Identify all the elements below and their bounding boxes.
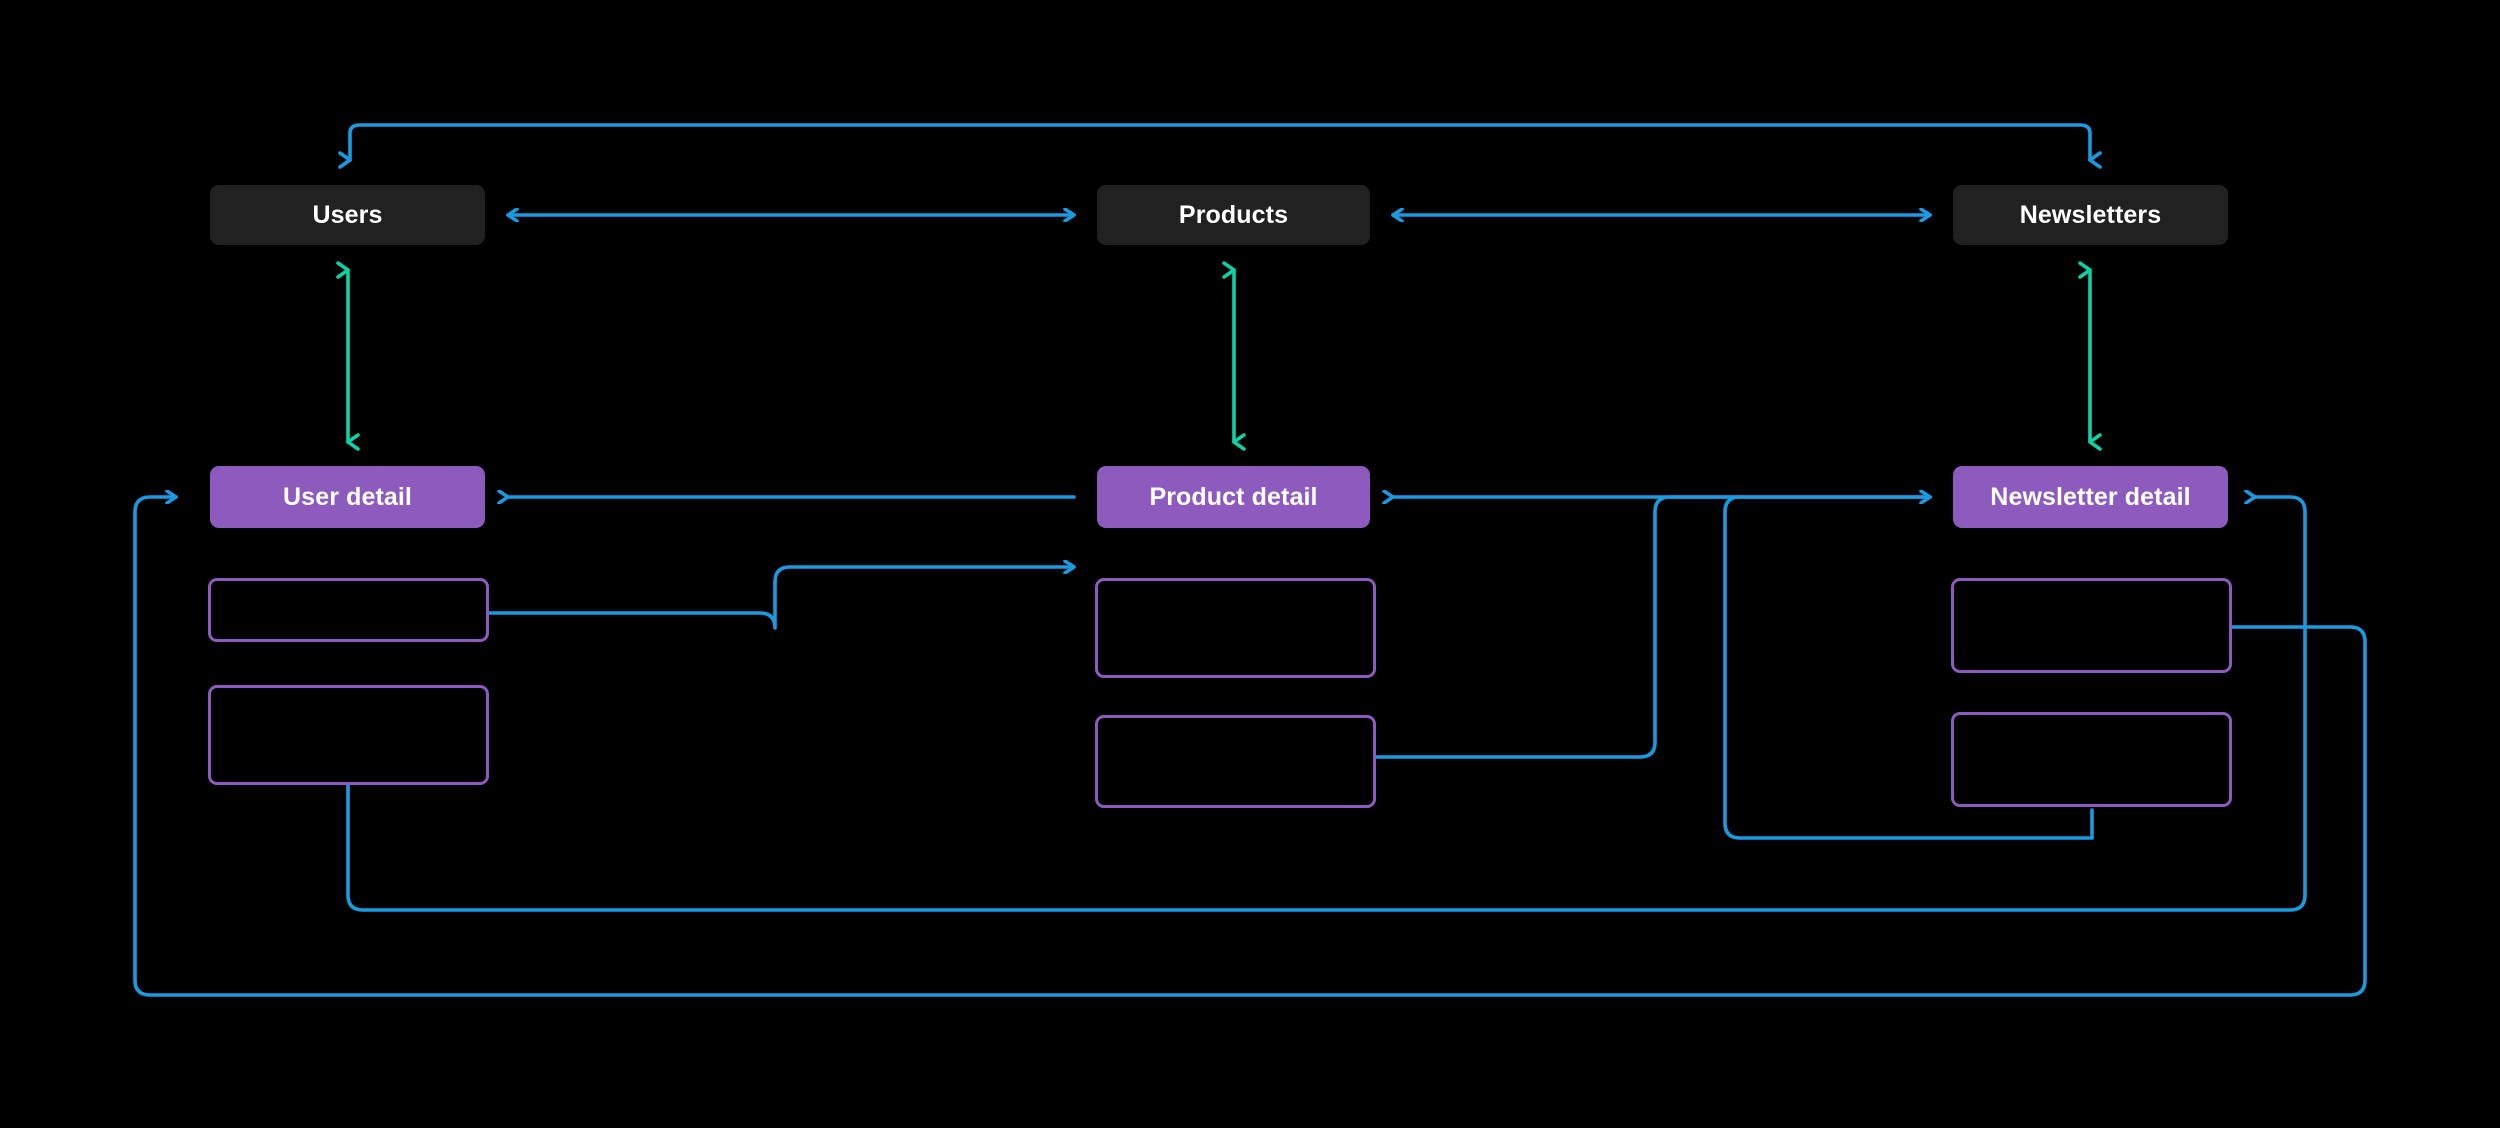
node-newsletter-detail-label: Newsletter detail (1990, 482, 2191, 511)
edge-users-newsletters-top (338, 123, 2102, 169)
node-product-detail[interactable]: Product detail (1097, 466, 1370, 528)
node-product-detail-label: Product detail (1149, 482, 1318, 511)
edge-newsletterdetail-inner-down-loop (1723, 495, 2094, 840)
user-detail-subbox-2[interactable] (208, 685, 489, 785)
edge-newsletterdetail-sub1-to-userdetail-loop (133, 497, 2367, 997)
node-products[interactable]: Products (1097, 185, 1370, 245)
edge-productdetail-sub2-to-newsletterdetail (1374, 497, 1932, 759)
node-newsletters-label: Newsletters (2019, 200, 2162, 229)
product-detail-subbox-2[interactable] (1095, 715, 1376, 808)
node-newsletters[interactable]: Newsletters (1953, 185, 2228, 245)
newsletter-detail-subbox-2[interactable] (1951, 712, 2232, 807)
node-user-detail[interactable]: User detail (210, 466, 485, 528)
node-user-detail-label: User detail (283, 482, 412, 511)
node-users[interactable]: Users (210, 185, 485, 245)
user-detail-subbox-1[interactable] (208, 578, 489, 642)
product-detail-subbox-1[interactable] (1095, 578, 1376, 678)
node-newsletter-detail[interactable]: Newsletter detail (1953, 466, 2228, 528)
node-users-label: Users (312, 200, 383, 229)
edge-userdetail-sub1-to-productdetail (487, 567, 1076, 630)
node-products-label: Products (1178, 200, 1289, 229)
newsletter-detail-subbox-1[interactable] (1951, 578, 2232, 673)
edge-userdetail-sub2-to-newsletterdetail-loop (346, 497, 2307, 912)
